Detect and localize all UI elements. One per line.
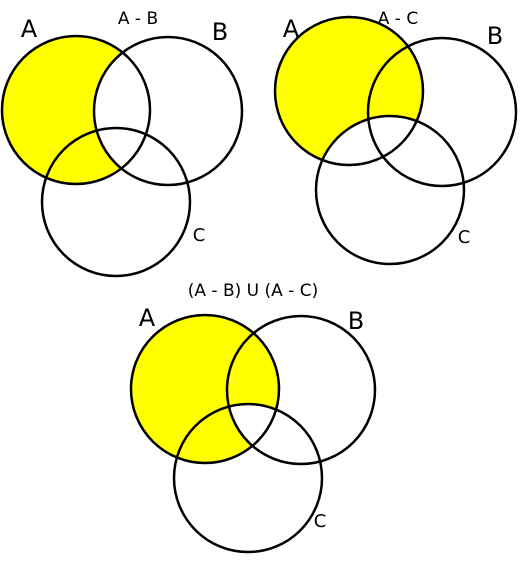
shaded-fill: [275, 17, 423, 165]
label-c: C: [314, 511, 327, 532]
shaded-region-union: [131, 315, 279, 463]
venn-diagram-a-minus-b: A - B A B C: [0, 9, 244, 278]
shaded-fill: [2, 36, 150, 184]
label-c: C: [193, 225, 206, 246]
circle-c: [172, 402, 324, 554]
venn-diagram-a-minus-c: A - C A B C: [273, 9, 518, 266]
label-b: B: [212, 18, 228, 46]
diagram-title: (A - B) U (A - C): [188, 281, 318, 301]
circle-b: [366, 36, 518, 188]
circle-b: [92, 35, 244, 187]
diagram-title: A - C: [378, 9, 418, 29]
label-a: A: [139, 304, 156, 332]
shaded-fill: [131, 315, 279, 463]
circle-c: [40, 126, 192, 278]
label-b: B: [348, 307, 364, 335]
circle-a: [0, 34, 152, 186]
circle-c: [314, 114, 466, 266]
label-a: A: [283, 15, 300, 43]
label-c: C: [458, 227, 471, 248]
shaded-region-a-minus-b: [2, 36, 150, 184]
label-b: B: [487, 22, 503, 50]
venn-diagram-a-minus-b-union-a-minus-c: (A - B) U (A - C) A B C: [129, 281, 377, 554]
circle-a: [273, 15, 425, 167]
circle-b: [225, 314, 377, 466]
shaded-region-a-minus-c: [275, 17, 423, 165]
circle-a: [129, 313, 281, 465]
diagram-title: A - B: [118, 9, 158, 29]
label-a: A: [21, 15, 38, 43]
